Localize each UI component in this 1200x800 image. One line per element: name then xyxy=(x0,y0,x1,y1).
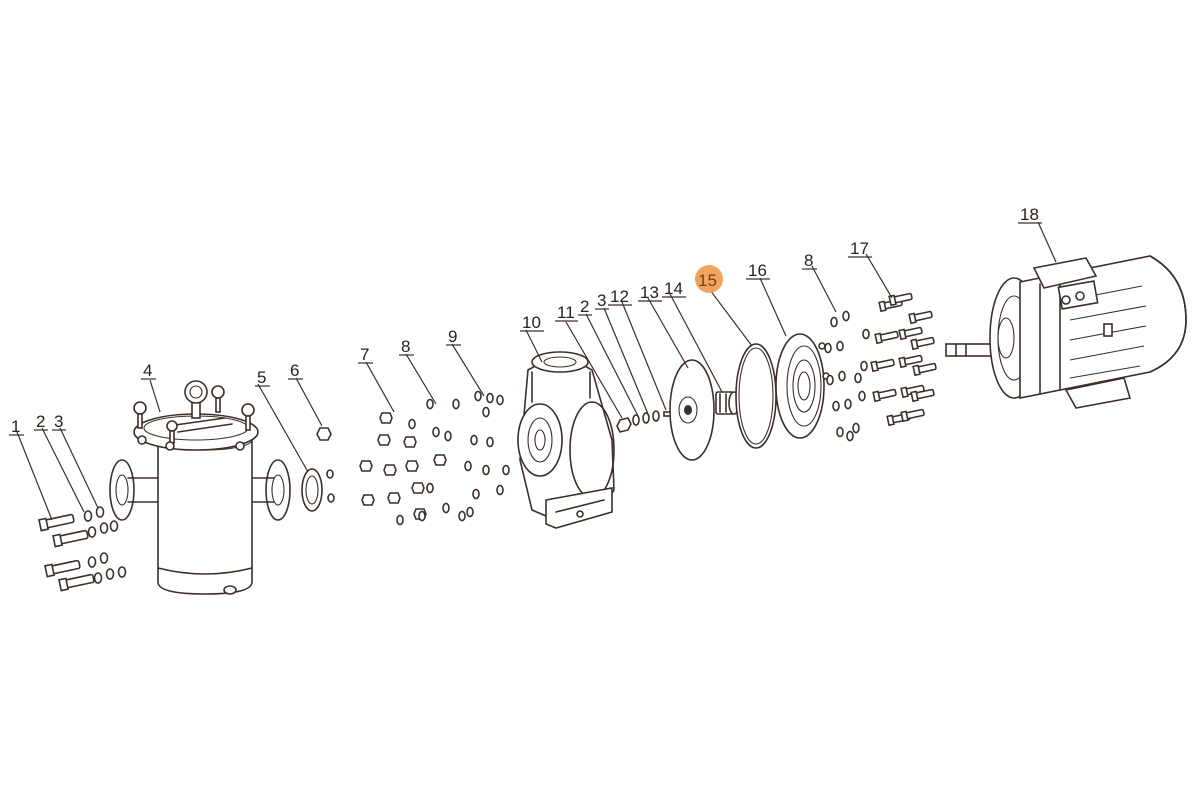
part-9-washer xyxy=(486,436,494,448)
part-8-washer-right xyxy=(826,374,834,386)
label-8: 8 xyxy=(401,337,410,356)
part-9-washer xyxy=(482,406,490,418)
label-7: 7 xyxy=(360,345,369,364)
part-labels: 1 2 3 4 5 6 7 8 9 10 11 2 3 12 13 14 15 … xyxy=(9,205,1042,436)
label-4: 4 xyxy=(143,361,152,380)
fastener-ring-left xyxy=(359,390,510,526)
label-8b: 8 xyxy=(804,251,813,270)
part-17-bolt xyxy=(908,310,933,325)
label-18: 18 xyxy=(1020,205,1039,224)
label-16: 16 xyxy=(748,261,767,280)
part-7-nut xyxy=(403,436,417,448)
part-17-bolt xyxy=(900,384,925,399)
label-6: 6 xyxy=(290,361,299,380)
part-8-washer-right xyxy=(858,390,866,402)
label-11: 11 xyxy=(557,303,575,322)
part-9-washer xyxy=(466,506,474,518)
part-17-bolt xyxy=(900,408,925,423)
part-8-washer-right xyxy=(838,370,846,382)
part-8-washer xyxy=(396,514,404,526)
part-7-nut xyxy=(359,460,373,472)
part-8-washer-right xyxy=(836,426,844,438)
leader-lines xyxy=(16,221,1057,521)
label-13: 13 xyxy=(640,283,659,302)
part-7-nut xyxy=(433,454,447,466)
part-8-washer-right xyxy=(824,342,832,354)
part-8-washer-right xyxy=(844,398,852,410)
part-17-bolt xyxy=(898,326,923,341)
part-8-washer xyxy=(444,430,452,442)
part-10-volute xyxy=(517,351,615,529)
part-9-washer xyxy=(464,460,472,472)
part-8-washer xyxy=(432,426,440,438)
part-8-washer-right xyxy=(860,360,868,372)
part-17-bolt xyxy=(874,330,899,345)
label-14: 14 xyxy=(664,279,683,298)
label-1: 1 xyxy=(11,417,20,436)
part-9-washer xyxy=(502,464,510,476)
part-18-motor xyxy=(945,255,1187,409)
label-10: 10 xyxy=(522,313,541,332)
part-8-washer-right xyxy=(854,372,862,384)
part-11-12-fasteners xyxy=(616,410,675,433)
label-12: 12 xyxy=(610,287,629,306)
part-17-bolt xyxy=(870,358,895,373)
label-3b: 3 xyxy=(597,291,606,310)
part-8-washer-right xyxy=(846,430,854,442)
part-9-washer xyxy=(482,464,490,476)
part-7-nut xyxy=(405,460,419,472)
part-17-bolt xyxy=(888,292,913,307)
part-13-impeller xyxy=(669,359,715,461)
part-7-nut xyxy=(387,492,401,504)
part-8-washer-right xyxy=(832,400,840,412)
part-2-3-washers xyxy=(83,506,127,584)
part-5-gasket xyxy=(301,468,335,512)
part-15-o-ring xyxy=(735,343,777,449)
part-9-washer xyxy=(496,484,504,496)
part-17-bolt xyxy=(910,336,935,351)
part-9-washer xyxy=(486,392,494,404)
label-9: 9 xyxy=(448,327,457,346)
part-7-nut xyxy=(379,412,393,424)
part-8-washer-right xyxy=(862,328,870,340)
label-5: 5 xyxy=(257,368,266,387)
label-17: 17 xyxy=(850,239,869,258)
part-8-washer xyxy=(442,502,450,514)
part-7-nut xyxy=(377,434,391,446)
part-17-bolt xyxy=(898,354,923,369)
part-8-washer xyxy=(418,510,426,522)
part-7-nut xyxy=(411,482,425,494)
part-8-washer xyxy=(452,398,460,410)
part-17-bolt xyxy=(912,362,937,377)
label-2: 2 xyxy=(36,412,45,431)
part-9-washer xyxy=(474,390,482,402)
part-1-bolts xyxy=(38,513,95,592)
part-8-washer-right xyxy=(836,340,844,352)
fastener-ring-right xyxy=(824,292,937,442)
part-7-nut xyxy=(383,464,397,476)
part-6-nut xyxy=(316,427,332,441)
part-9-washer xyxy=(470,434,478,446)
highlight-marker-15 xyxy=(695,265,723,293)
part-17-bolt xyxy=(872,388,897,403)
part-8-washer xyxy=(426,482,434,494)
label-3: 3 xyxy=(54,412,63,431)
part-8-washer xyxy=(408,418,416,430)
label-15: 15 xyxy=(698,271,717,290)
part-9-washer xyxy=(472,488,480,500)
part-4-strainer xyxy=(109,380,291,595)
part-17-bolt xyxy=(910,388,935,403)
part-9-washer xyxy=(496,394,504,406)
part-7-nut xyxy=(361,494,375,506)
part-8-washer-right xyxy=(852,422,860,434)
part-8-washer xyxy=(426,398,434,410)
part-8-washer-right xyxy=(830,316,838,328)
part-9-washer xyxy=(458,510,466,522)
part-16-bracket xyxy=(775,333,830,439)
label-2b: 2 xyxy=(580,297,589,316)
part-8-washer-right xyxy=(842,310,850,322)
